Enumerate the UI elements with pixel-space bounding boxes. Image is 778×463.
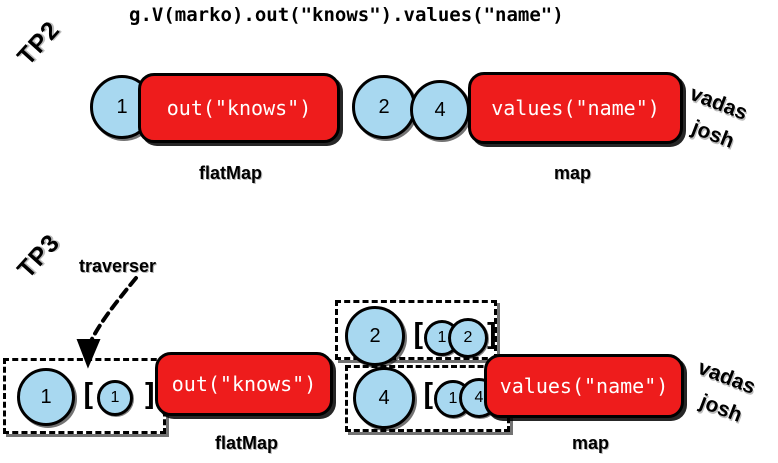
tp2-flatmap-label: flatMap (199, 163, 262, 183)
tp3-traverser-2-path-2-label: 2 (463, 329, 473, 346)
tp3-traverser-4-open-bracket: [ (419, 378, 438, 413)
row-label-tp3: TP3 (12, 228, 66, 284)
tp3-traverser-1-close-bracket: ] (141, 378, 160, 413)
tp2-map-label: map (554, 163, 592, 183)
tp3-traverser-2-path-1-label: 1 (437, 329, 447, 346)
tp3-traverser-4-head: 4 (353, 367, 415, 429)
tp2-values-name-step: values("name") (468, 72, 683, 144)
tp2-out-knows-step-label: out("knows") (166, 96, 312, 120)
tp3-traverser-4-path-1-label: 1 (448, 390, 458, 407)
tp3-traverser-2-box (335, 300, 497, 360)
tp2-out-knows-step: out("knows") (138, 73, 340, 143)
tp3-values-name-step: values("name") (484, 354, 684, 418)
tp3-result-josh: josh (696, 390, 746, 427)
tp2-node-1-label: 1 (116, 95, 128, 118)
tp2-node-4: 4 (410, 80, 470, 140)
tp3-flatmap-label: flatMap (215, 433, 278, 453)
tp2-node-4-label: 4 (434, 98, 446, 121)
tp3-out-knows-step-label: out("knows") (171, 372, 317, 396)
tp3-values-name-step-label: values("name") (499, 374, 669, 398)
traverser-annotation-label: traverser (79, 256, 157, 276)
tp3-traverser-1-open-bracket: [ (79, 378, 98, 413)
tp2-values-name-step-label: values("name") (491, 96, 660, 120)
tp2-node-2-label: 2 (378, 95, 390, 118)
page-title: g.V(marko).out("knows").values("name") (129, 4, 564, 26)
tp3-traverser-4-path-2-label: 4 (474, 389, 484, 406)
tp3-traverser-1-path-1-label: 1 (110, 389, 120, 406)
row-label-tp2: TP2 (12, 15, 66, 71)
tp3-traverser-2-close-bracket: ] (483, 318, 502, 353)
tp3-traverser-1-path-1: 1 (97, 380, 133, 416)
tp3-map-label: map (572, 433, 610, 453)
tp3-out-knows-step: out("knows") (155, 352, 333, 416)
tp2-result-josh: josh (688, 116, 738, 153)
tp3-traverser-2-head: 2 (345, 306, 405, 366)
tp3-traverser-2-head-label: 2 (369, 324, 381, 347)
tp3-traverser-4-head-label: 4 (378, 386, 390, 409)
tp3-traverser-2-open-bracket: [ (409, 318, 428, 353)
tp2-node-2: 2 (352, 75, 416, 139)
tp3-traverser-2-path-2: 2 (448, 318, 488, 358)
tp3-traverser-1-head: 1 (17, 368, 75, 426)
tp3-traverser-1-head-label: 1 (40, 385, 52, 408)
